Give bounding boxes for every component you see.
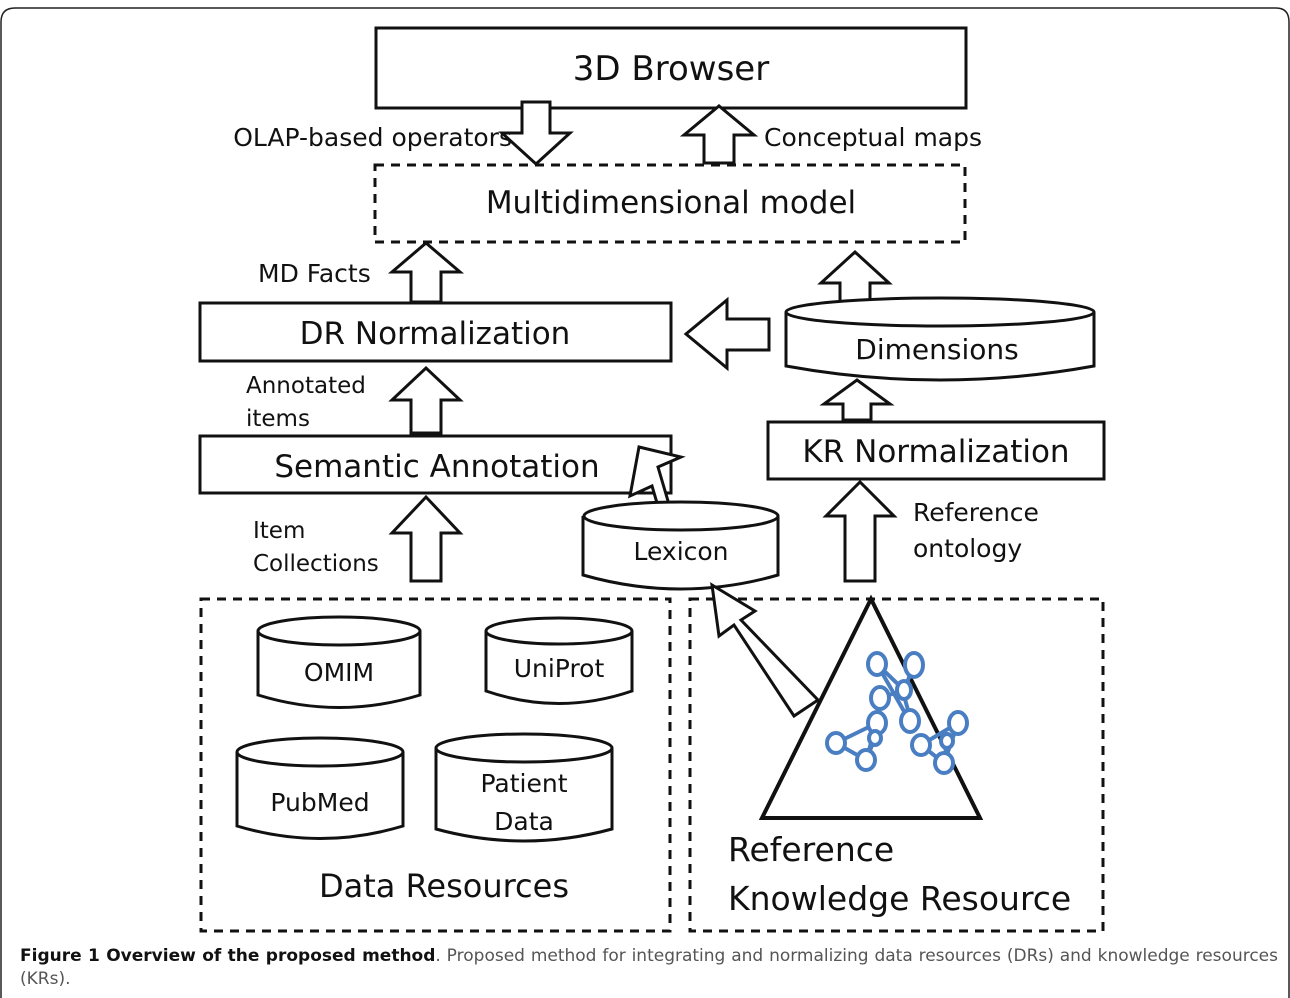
caption-text: . Proposed method for integrating and no… — [20, 946, 1278, 989]
conceptual-up-arrow — [679, 104, 759, 165]
reference-ontology-line2: ontology — [913, 534, 1022, 563]
item-collections-line1: Item — [253, 518, 305, 544]
dr-normalization-box: DR Normalization — [198, 301, 673, 363]
lexicon-label: Lexicon — [633, 537, 728, 566]
uniprot-label: UniProt — [514, 654, 605, 683]
omim-label: OMIM — [304, 658, 374, 687]
figure-caption: Figure 1 Overview of the proposed method… — [20, 945, 1278, 991]
dimensions-cylinder: Dimensions — [784, 296, 1096, 382]
dr-normalization-label: DR Normalization — [300, 316, 571, 352]
semantic-annotation-label: Semantic Annotation — [274, 449, 599, 485]
kr-normalization-label: KR Normalization — [802, 434, 1069, 470]
knowledge-triangle — [758, 594, 984, 820]
browser-box: 3D Browser — [374, 26, 968, 110]
md-facts-up-arrow — [387, 241, 465, 304]
dimensions-left-arrow — [683, 296, 771, 372]
ontology-graph-icon — [825, 651, 969, 775]
omim-cylinder: OMIM — [256, 615, 422, 709]
knowledge-resource-line1: Reference — [728, 830, 894, 869]
item-collections-line2: Collections — [253, 551, 379, 577]
kr-to-lexicon-arrow — [710, 582, 821, 719]
md-model-label: Multidimensional model — [486, 185, 856, 221]
annotated-items-line2: items — [246, 406, 310, 432]
knowledge-resource-line2: Knowledge Resource — [728, 879, 1071, 918]
knowledge-resource-box — [688, 597, 1105, 933]
data-resources-label: Data Resources — [319, 867, 569, 905]
pubmed-cylinder: PubMed — [235, 736, 405, 840]
lexicon-cylinder: Lexicon — [581, 500, 780, 591]
semantic-annotation-box: Semantic Annotation — [198, 434, 673, 495]
reference-ontology-up-arrow — [822, 479, 898, 583]
reference-ontology-line1: Reference — [913, 498, 1039, 527]
uniprot-cylinder: UniProt — [484, 616, 634, 705]
md-model-box: Multidimensional model — [373, 163, 967, 244]
md-facts-label: MD Facts — [258, 259, 371, 288]
item-collections-up-arrow — [388, 494, 464, 583]
figure-frame — [0, 7, 1290, 998]
patient-data-cylinder: Patient Data — [434, 732, 614, 843]
conceptual-maps-label: Conceptual maps — [764, 123, 982, 152]
pubmed-label: PubMed — [270, 788, 369, 817]
olap-down-arrow — [498, 100, 574, 167]
browser-label: 3D Browser — [573, 49, 769, 89]
kr-normalization-box: KR Normalization — [766, 420, 1106, 481]
annotated-up-arrow — [388, 365, 464, 435]
kr-to-dimensions-arrow — [819, 378, 895, 422]
patient-data-line2: Data — [494, 807, 554, 836]
annotated-items-line1: Annotated — [246, 373, 366, 399]
dimensions-label: Dimensions — [855, 333, 1018, 366]
olap-label: OLAP-based operators — [233, 123, 512, 152]
caption-title: Figure 1 Overview of the proposed method — [20, 946, 436, 966]
patient-data-line1: Patient — [480, 769, 567, 798]
